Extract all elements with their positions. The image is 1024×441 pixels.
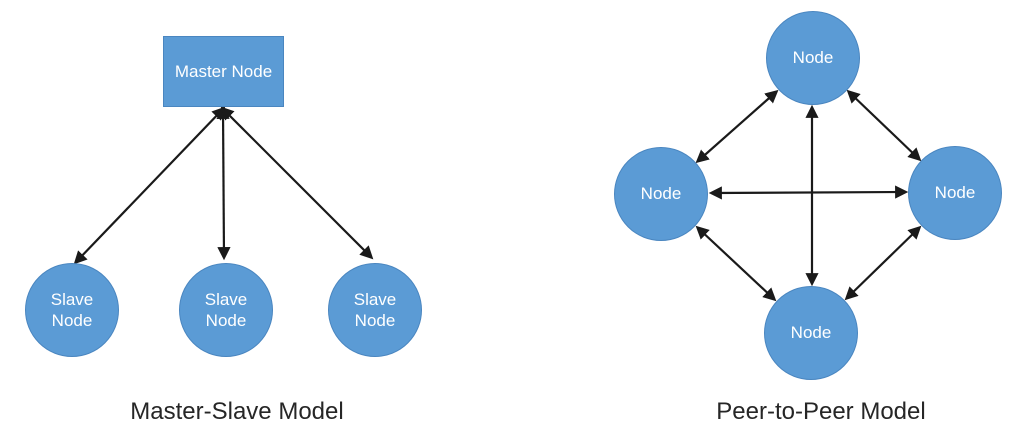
slave-node-label-2: Slave Node xyxy=(204,289,248,330)
arrow-left-bottom xyxy=(695,225,777,302)
slave-node-shape-2: Slave Node xyxy=(179,263,273,357)
peer-to-peer-caption: Peer-to-Peer Model xyxy=(716,398,926,425)
slave-node-shape-3: Slave Node xyxy=(328,263,422,357)
master-slave-caption: Master-Slave Model xyxy=(130,398,344,425)
peer-node-shape-left: Node xyxy=(614,147,708,241)
peer-node-label-top: Node xyxy=(792,48,834,68)
peer-node-shape-bottom: Node xyxy=(764,286,858,380)
slave-node-shape-1: Slave Node xyxy=(25,263,119,357)
peer-node-label-left: Node xyxy=(640,184,682,204)
arrow-top-right xyxy=(846,89,922,162)
master-node-label: Master Node xyxy=(174,61,273,81)
arrow-right-bottom xyxy=(844,225,922,301)
arrow-master-to-slave-2 xyxy=(216,105,231,261)
peer-node-label-bottom: Node xyxy=(790,323,832,343)
slave-node-label-3: Slave Node xyxy=(353,289,397,330)
master-node-shape: Master Node xyxy=(163,36,284,107)
arrow-top-left xyxy=(695,89,779,164)
arrow-master-to-slave-3 xyxy=(220,106,374,260)
peer-node-shape-top: Node xyxy=(766,11,860,105)
slave-node-label-1: Slave Node xyxy=(50,289,94,330)
arrow-left-right xyxy=(708,185,909,200)
arrow-master-to-slave-1 xyxy=(73,106,226,265)
peer-node-label-right: Node xyxy=(934,183,976,203)
peer-node-shape-right: Node xyxy=(908,146,1002,240)
